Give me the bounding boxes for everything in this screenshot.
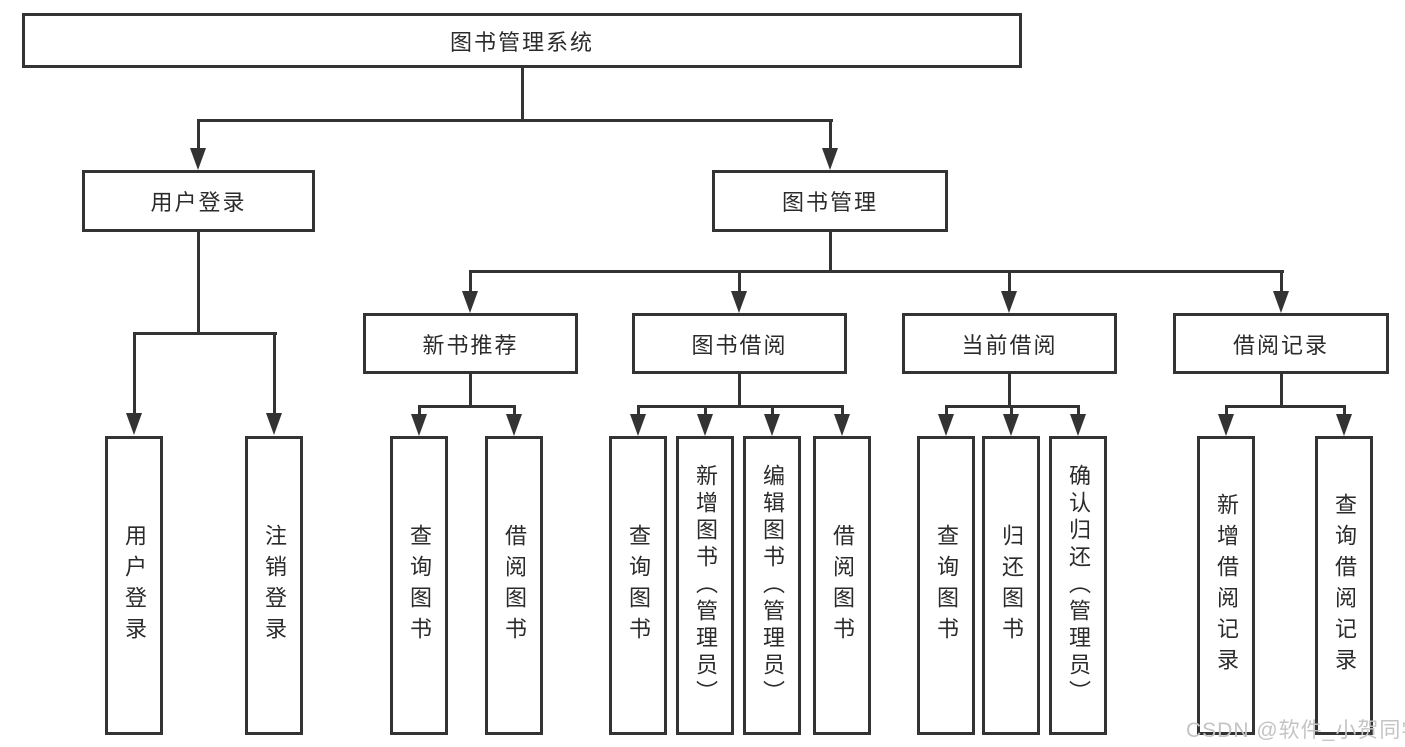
leaf-add-book-admin: 新增图书（管理员） bbox=[676, 436, 734, 735]
leaf-edit-book-admin: 编辑图书（管理员） bbox=[743, 436, 801, 735]
node-book-management: 图书管理 bbox=[712, 170, 948, 232]
connector-line bbox=[273, 332, 276, 415]
connector-line bbox=[418, 405, 516, 408]
leaf-query-books-current: 查询图书 bbox=[917, 436, 975, 735]
connector-line bbox=[841, 405, 844, 416]
node-new-book-recommend: 新书推荐 bbox=[363, 313, 578, 374]
node-book-borrow: 图书借阅 bbox=[632, 313, 847, 374]
node-library-management-system: 图书管理系统 bbox=[22, 13, 1022, 68]
arrowhead-down-icon bbox=[462, 291, 478, 313]
connector-line bbox=[704, 405, 707, 416]
arrowhead-down-icon bbox=[764, 414, 780, 436]
arrowhead-down-icon bbox=[1003, 414, 1019, 436]
leaf-confirm-return-admin: 确认归还（管理员） bbox=[1049, 436, 1107, 735]
arrowhead-down-icon bbox=[1218, 414, 1234, 436]
leaf-borrow-books-recommend: 借阅图书 bbox=[485, 436, 543, 735]
connector-line bbox=[1225, 405, 1228, 416]
connector-line bbox=[1280, 374, 1283, 408]
connector-line bbox=[521, 68, 524, 120]
connector-line bbox=[1280, 270, 1283, 293]
leaf-query-books-recommend: 查询图书 bbox=[390, 436, 448, 735]
connector-line bbox=[513, 405, 516, 416]
leaf-borrow-books: 借阅图书 bbox=[813, 436, 871, 735]
node-user-login: 用户登录 bbox=[82, 170, 315, 232]
connector-line bbox=[469, 374, 472, 408]
arrowhead-down-icon bbox=[506, 414, 522, 436]
node-borrow-records: 借阅记录 bbox=[1173, 313, 1389, 374]
arrowhead-down-icon bbox=[1070, 414, 1086, 436]
leaf-query-borrow-record: 查询借阅记录 bbox=[1315, 436, 1373, 735]
connector-line bbox=[1225, 405, 1346, 408]
connector-line bbox=[469, 270, 1284, 273]
connector-line bbox=[197, 119, 200, 150]
connector-line bbox=[738, 270, 741, 293]
arrowhead-down-icon bbox=[822, 148, 838, 170]
arrowhead-down-icon bbox=[266, 413, 282, 435]
connector-line bbox=[829, 232, 832, 273]
arrowhead-down-icon bbox=[411, 414, 427, 436]
connector-line bbox=[418, 405, 421, 416]
arrowhead-down-icon bbox=[938, 414, 954, 436]
connector-line bbox=[133, 332, 136, 415]
arrowhead-down-icon bbox=[126, 413, 142, 435]
arrowhead-down-icon bbox=[1001, 291, 1017, 313]
leaf-query-books-borrow: 查询图书 bbox=[609, 436, 667, 735]
connector-line bbox=[1008, 374, 1011, 408]
arrowhead-down-icon bbox=[697, 414, 713, 436]
leaf-logout: 注销登录 bbox=[245, 436, 303, 735]
arrowhead-down-icon bbox=[1273, 291, 1289, 313]
connector-line bbox=[133, 332, 277, 335]
arrowhead-down-icon bbox=[731, 291, 747, 313]
connector-line bbox=[637, 405, 844, 408]
arrowhead-down-icon bbox=[630, 414, 646, 436]
connector-line bbox=[197, 232, 200, 335]
connector-line bbox=[829, 119, 832, 150]
connector-line bbox=[469, 270, 472, 293]
connector-line bbox=[1343, 405, 1346, 416]
connector-line bbox=[197, 119, 833, 122]
leaf-add-borrow-record: 新增借阅记录 bbox=[1197, 436, 1255, 735]
connector-line bbox=[1077, 405, 1080, 416]
connector-line bbox=[771, 405, 774, 416]
arrowhead-down-icon bbox=[190, 148, 206, 170]
connector-line bbox=[738, 374, 741, 408]
connector-line bbox=[1010, 405, 1013, 416]
connector-line bbox=[1008, 270, 1011, 293]
arrowhead-down-icon bbox=[1336, 414, 1352, 436]
csdn-watermark: CSDN @软件_小贺同学 bbox=[1186, 719, 1405, 742]
arrowhead-down-icon bbox=[834, 414, 850, 436]
connector-line bbox=[945, 405, 948, 416]
connector-line bbox=[637, 405, 640, 416]
node-current-borrow: 当前借阅 bbox=[902, 313, 1117, 374]
leaf-return-books: 归还图书 bbox=[982, 436, 1040, 735]
leaf-user-login: 用户登录 bbox=[105, 436, 163, 735]
